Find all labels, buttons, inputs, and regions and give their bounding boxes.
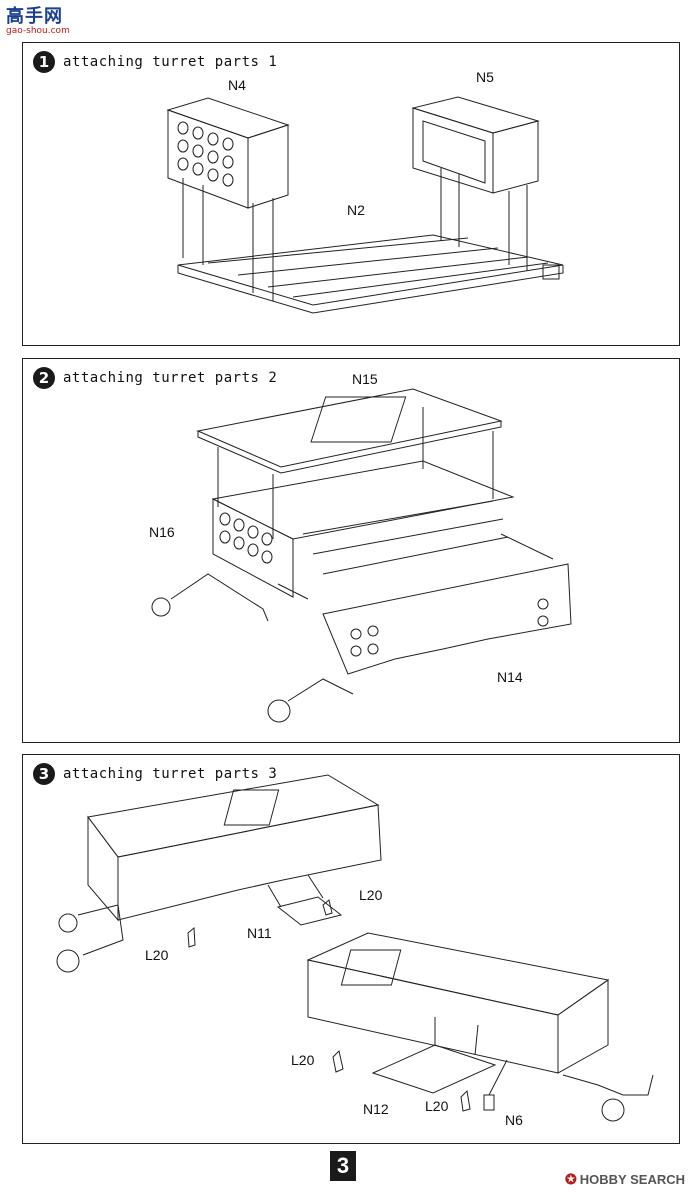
label-n5: N5 bbox=[476, 69, 494, 85]
part-n14-holes bbox=[350, 598, 549, 657]
part-n4-block bbox=[166, 97, 290, 139]
label-l20-lower-left: L20 bbox=[291, 1052, 315, 1068]
step-2-title: attaching turret parts 2 bbox=[63, 370, 278, 386]
part-n14-side-panel bbox=[322, 563, 572, 675]
part-turret-assembly-b-top bbox=[306, 932, 610, 1016]
step-3-diagram bbox=[56, 774, 654, 1122]
part-l20-upper-right bbox=[322, 899, 333, 916]
step-3-panel: 3 attaching turret parts 3 bbox=[22, 754, 680, 1144]
site-url: gao-shou.com bbox=[6, 26, 70, 36]
part-n2-base-plate bbox=[177, 234, 564, 306]
part-n11-plate bbox=[276, 896, 343, 926]
part-turret-assembly-a-top bbox=[87, 774, 380, 858]
step-3-title: attaching turret parts 3 bbox=[63, 766, 278, 782]
part-n2-bracket bbox=[542, 264, 560, 280]
step-2-header: 2 attaching turret parts 2 bbox=[33, 367, 277, 389]
part-turret-assembly-a-side bbox=[117, 804, 382, 921]
page-number: 3 bbox=[330, 1151, 356, 1181]
step-3-number: 3 bbox=[33, 763, 55, 785]
step-1-assembly-arrows bbox=[182, 168, 528, 301]
label-n12: N12 bbox=[363, 1101, 389, 1117]
part-n16-holes bbox=[219, 512, 273, 564]
label-n6: N6 bbox=[505, 1112, 523, 1128]
part-wheel-left bbox=[151, 597, 171, 617]
part-turret-a-center-plate bbox=[223, 789, 280, 826]
part-n6-piece bbox=[483, 1094, 495, 1111]
step-1-diagram bbox=[166, 96, 564, 314]
label-n2: N2 bbox=[347, 202, 365, 218]
step-2-panel: 2 attaching turret parts 2 bbox=[22, 358, 680, 743]
site-watermark-logo: 高手网 gao-shou.com bbox=[6, 2, 72, 38]
part-l20-lower-right bbox=[460, 1089, 471, 1112]
part-n12-plate bbox=[371, 1044, 497, 1094]
label-n4: N4 bbox=[228, 77, 246, 93]
hobby-search-mark-icon: ✪ bbox=[565, 1171, 577, 1187]
label-n11: N11 bbox=[247, 925, 272, 941]
part-n15-center-plate bbox=[310, 396, 407, 443]
part-turret-b-center-plate bbox=[340, 949, 402, 986]
part-frame-body bbox=[211, 460, 515, 540]
label-n16: N16 bbox=[149, 524, 175, 540]
site-name: 高手网 bbox=[6, 6, 63, 27]
label-l20-lower-right: L20 bbox=[425, 1098, 449, 1114]
step-2-number: 2 bbox=[33, 367, 55, 389]
label-l20-upper-left: L20 bbox=[145, 947, 169, 963]
part-n15-top-plate bbox=[196, 388, 503, 468]
label-n15: N15 bbox=[352, 371, 378, 387]
step-3-header: 3 attaching turret parts 3 bbox=[33, 763, 277, 785]
part-turret-a-wheel-left bbox=[58, 913, 78, 933]
step-1-number: 1 bbox=[33, 51, 55, 73]
label-n14: N14 bbox=[497, 669, 523, 685]
hobby-search-logo: ✪ HOBBY SEARCH bbox=[565, 1171, 685, 1188]
step-2-assembly-arrows bbox=[217, 407, 554, 600]
step-1-header: 1 attaching turret parts 1 bbox=[33, 51, 277, 73]
part-l20-upper-left bbox=[187, 926, 196, 948]
part-n2-base-edge bbox=[177, 265, 564, 314]
step-2-diagram bbox=[151, 388, 572, 723]
part-turret-b-wheel bbox=[601, 1098, 625, 1122]
part-turret-assembly-b-side bbox=[307, 959, 559, 1074]
part-n4-holes bbox=[177, 121, 234, 187]
label-l20-upper-right: L20 bbox=[359, 887, 383, 903]
hobby-search-brand: HOBBY SEARCH bbox=[579, 1172, 685, 1187]
part-turret-a-wheel-lower bbox=[56, 949, 80, 973]
part-wheel-lower bbox=[267, 699, 291, 723]
step-1-title: attaching turret parts 1 bbox=[63, 54, 278, 70]
part-l20-lower-left bbox=[332, 1050, 344, 1073]
step-1-panel: 1 attaching turret parts 1 bbox=[22, 42, 680, 346]
